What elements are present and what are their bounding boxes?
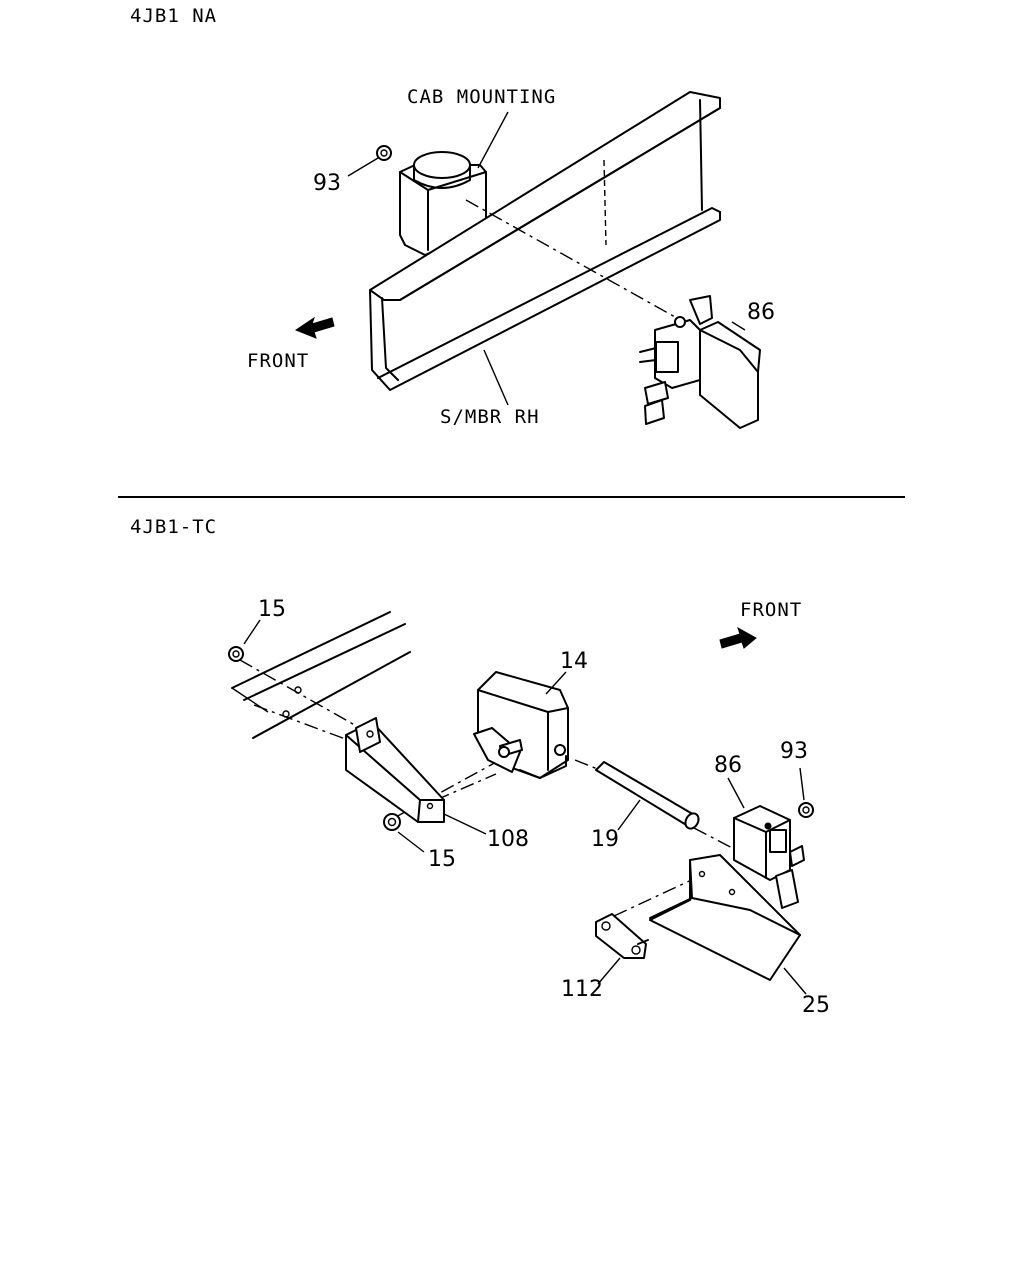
section-4jb1-na: 4JB1 NA 93 <box>130 5 775 429</box>
vsv-bracket <box>639 295 761 429</box>
nut-top-icon <box>228 646 244 662</box>
callout-15-top: 15 <box>258 597 286 622</box>
callout-108: 108 <box>487 827 529 852</box>
assembly-centerline <box>465 199 685 323</box>
vsv-bracket-86 <box>733 805 805 909</box>
front-arrow-icon <box>294 316 335 339</box>
callout-86: 86 <box>747 300 775 325</box>
section-4jb1-tc: 4JB1-TC 15 <box>130 516 830 1018</box>
side-member-label: S/MBR RH <box>440 406 540 428</box>
hose-19 <box>595 761 700 830</box>
callout-93: 93 <box>313 171 341 196</box>
front-label-tc: FRONT <box>740 599 802 621</box>
nut-right-icon <box>798 802 814 818</box>
gasket-112 <box>595 913 649 959</box>
callout-86-tc: 86 <box>714 753 742 778</box>
vacuum-tank-14 <box>473 671 569 779</box>
nut-icon <box>376 145 392 161</box>
side-member-channel <box>369 91 721 391</box>
callout-14: 14 <box>560 649 588 674</box>
callout-19: 19 <box>591 827 619 852</box>
section-title-tc: 4JB1-TC <box>130 516 217 538</box>
front-arrow-icon <box>719 626 757 649</box>
callout-112: 112 <box>561 977 603 1002</box>
cab-mounting-label: CAB MOUNTING <box>407 86 556 108</box>
callout-15-bottom: 15 <box>428 847 456 872</box>
frame-lines <box>231 611 411 739</box>
nut-bottom-icon <box>383 813 401 831</box>
mounting-bracket-108 <box>345 717 445 823</box>
callout-93-tc: 93 <box>780 739 808 764</box>
callout-25: 25 <box>802 993 830 1018</box>
section-title-na: 4JB1 NA <box>130 5 217 27</box>
front-label-na: FRONT <box>247 350 309 372</box>
cover-25 <box>649 854 801 981</box>
